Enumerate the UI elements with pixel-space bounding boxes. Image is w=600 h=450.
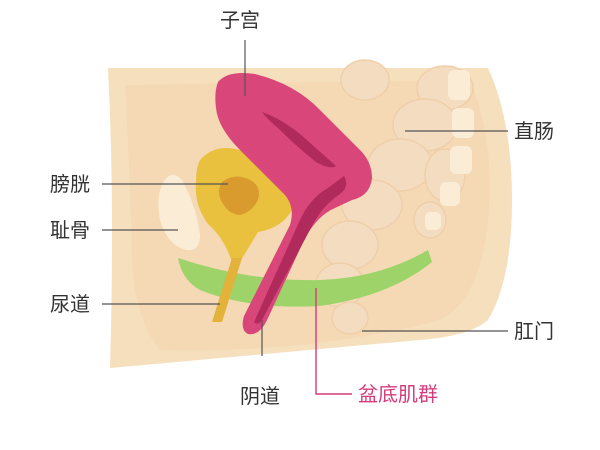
pelvic-floor-muscle xyxy=(178,250,432,307)
label-vagina: 阴道 xyxy=(240,384,280,408)
label-urethra: 尿道 xyxy=(50,292,90,316)
bladder-inner xyxy=(219,176,259,215)
uterus xyxy=(215,73,372,335)
pubic-bone xyxy=(158,175,200,251)
label-uterus: 子宫 xyxy=(220,8,260,32)
urethra xyxy=(212,258,242,322)
label-anus: 肛门 xyxy=(514,319,554,343)
leader-lines xyxy=(102,40,508,356)
label-bladder: 膀胱 xyxy=(50,172,90,196)
leader-pelvic-floor xyxy=(315,288,352,395)
vaginal-canal xyxy=(254,176,347,324)
label-pelvic-floor: 盆底肌群 xyxy=(358,382,438,406)
uterus-cavity xyxy=(262,112,336,168)
label-pubic-bone: 耻骨 xyxy=(50,218,90,242)
label-rectum: 直肠 xyxy=(514,119,554,143)
